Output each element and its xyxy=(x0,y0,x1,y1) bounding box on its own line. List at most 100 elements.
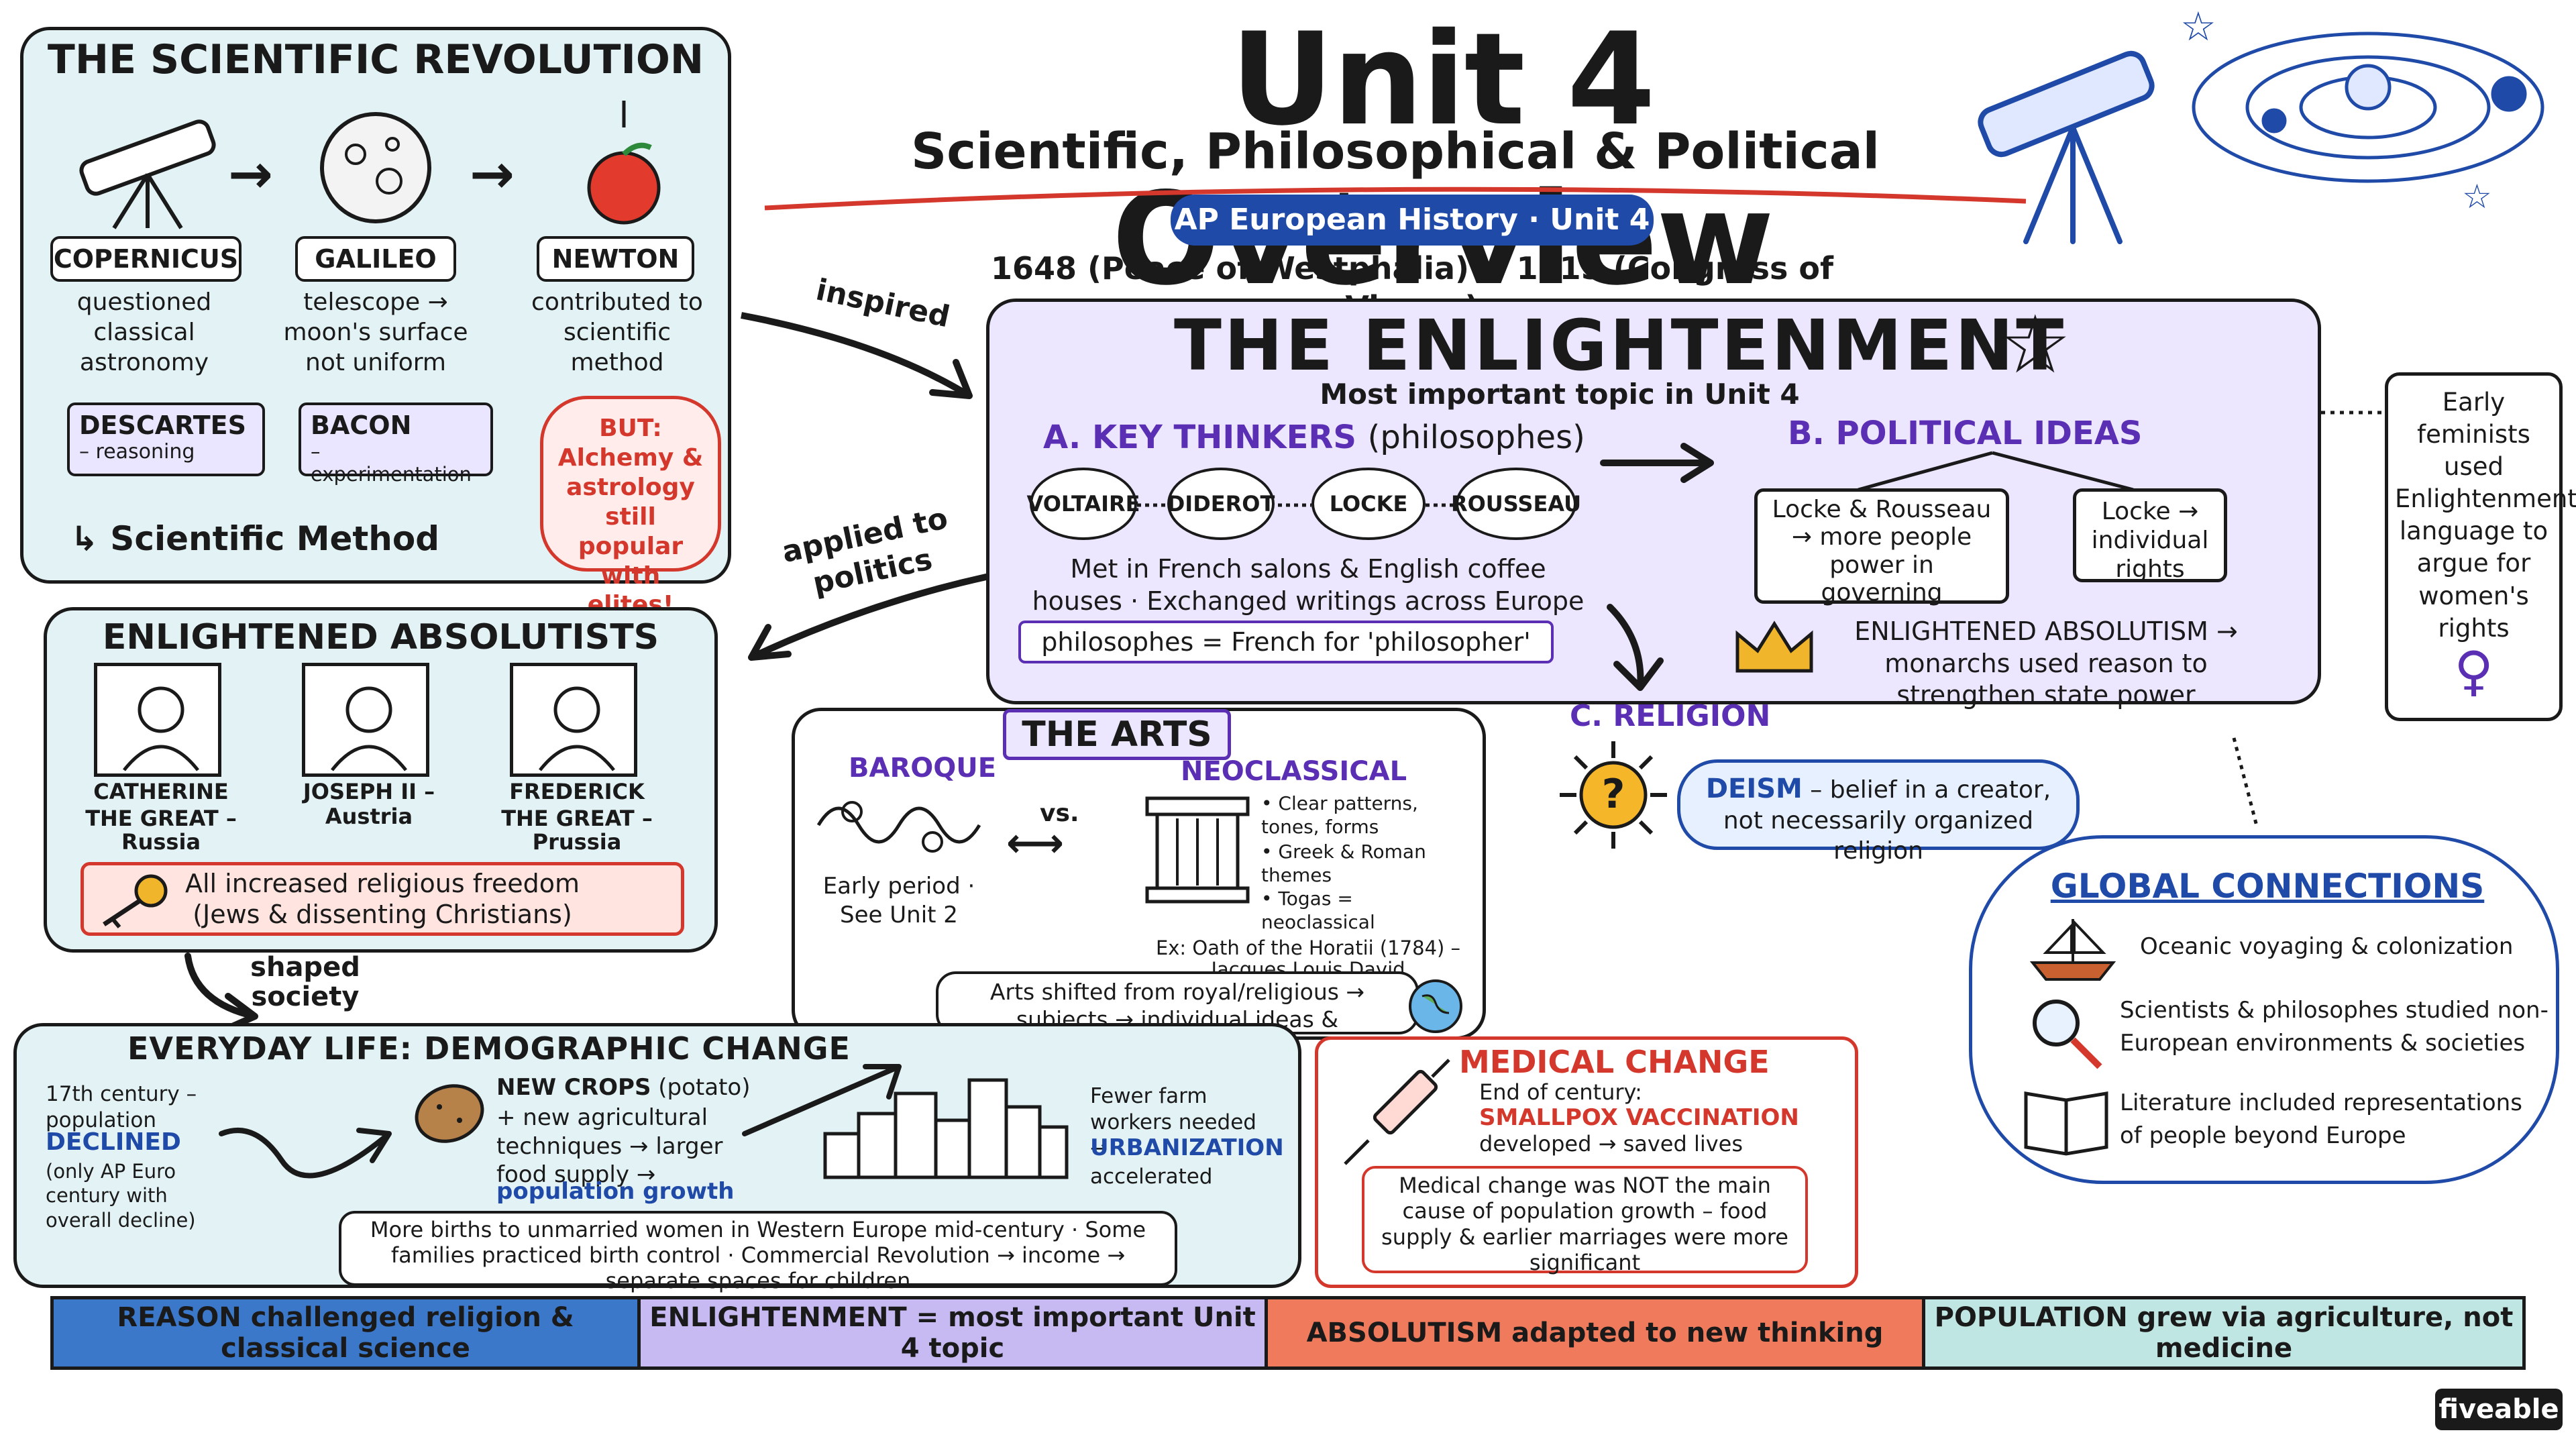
column-icon xyxy=(1145,796,1250,904)
syringe-icon xyxy=(1344,1059,1450,1165)
joseph-name: JOSEPH II – xyxy=(303,779,435,804)
summary-absolutism: ABSOLUTISM adapted to new thinking xyxy=(1265,1296,1925,1370)
deism-key: DEISM xyxy=(1705,773,1803,804)
medical-note-box: Medical change was NOT the main cause of… xyxy=(1362,1166,1808,1275)
telescope-icon xyxy=(1978,50,2155,244)
urban-post: accelerated xyxy=(1090,1165,1213,1189)
magnifier-icon xyxy=(2033,1000,2102,1069)
question-sun-icon: ? xyxy=(1560,741,1667,849)
descartes-tile: DESCARTES – reasoning xyxy=(67,402,265,476)
key-thinkers-heading: A. KEY THINKERS (philosophes) xyxy=(1043,417,1585,458)
smallpox-vaccination: SMALLPOX VACCINATION xyxy=(1479,1104,1799,1131)
global-connector xyxy=(2232,737,2259,829)
deism-desc: – belief in a creator, not necessarily o… xyxy=(1723,776,2051,865)
solar-system-icon: ☆ ☆ xyxy=(2180,3,2544,216)
book-icon xyxy=(2024,1091,2108,1156)
catherine-name: CATHERINE THE GREAT – xyxy=(85,779,237,831)
political-branches xyxy=(1858,451,2134,492)
scientific-method-label: ↳ Scientific Method xyxy=(70,519,440,558)
medical-line1: End of century: xyxy=(1479,1079,1642,1105)
decline-to-growth-arrow xyxy=(219,1128,392,1179)
decline-note: (only AP Euro century with overall decli… xyxy=(46,1160,196,1232)
enlightened-absolutism-note: ENLIGHTENED ABSOLUTISM → monarchs used r… xyxy=(1854,616,2238,710)
summary-enlightenment: ENLIGHTENMENT = most important Unit 4 to… xyxy=(637,1296,1268,1370)
bacon-name: BACON xyxy=(311,411,412,440)
venus-symbol-icon: ♀ xyxy=(2454,639,2493,702)
philosophes-note: philosophes = French for 'philosopher' xyxy=(1018,621,1554,663)
neo-point-2: • Greek & Roman themes xyxy=(1261,841,1426,886)
thinker-voltaire: VOLTAIRE xyxy=(1027,468,1140,540)
feminists-text: Early feminists used Enlightenment langu… xyxy=(2395,388,2576,643)
globe-icon xyxy=(1409,979,1462,1033)
person-icon xyxy=(539,686,615,771)
growth-arrow xyxy=(742,1064,902,1136)
svg-text:?: ? xyxy=(1602,771,1625,818)
urban-pre: Fewer farm workers needed → xyxy=(1090,1084,1256,1161)
baroque-label: BAROQUE xyxy=(849,753,997,784)
joseph-place: Austria xyxy=(325,804,413,829)
potato-icon xyxy=(415,1084,484,1143)
person-icon xyxy=(123,686,199,771)
sci-rev-title: THE SCIENTIFIC REVOLUTION xyxy=(47,36,704,83)
crops-result: population growth xyxy=(496,1178,735,1205)
neo-point-3-text: Togas = neoclassical xyxy=(1261,888,1375,933)
frederick-portrait xyxy=(510,663,637,777)
neo-point-2-text: Greek & Roman themes xyxy=(1261,841,1426,886)
religious-freedom-box xyxy=(80,862,684,936)
catherine-portrait xyxy=(94,663,221,777)
key-thinkers-paren: (philosophes) xyxy=(1367,419,1585,456)
thinkers-to-ideas-arrow xyxy=(1600,443,1714,483)
galileo-desc: telescope → moon's surface not uniform xyxy=(283,288,468,376)
enlightenment-title: THE ENLIGHTENMENT xyxy=(1174,305,2067,386)
catherine-place: Russia xyxy=(121,829,201,855)
feminists-box: Early feminists used Enlightenment langu… xyxy=(2385,372,2576,721)
copernicus-desc: questioned classical astronomy xyxy=(76,288,212,376)
births-box: More births to unmarried women in Wester… xyxy=(339,1211,1177,1293)
city-skyline-icon xyxy=(823,1078,1069,1179)
feminists-connector xyxy=(2321,411,2385,415)
frederick-place: Prussia xyxy=(532,829,622,855)
but-note-bubble: BUT: Alchemy & astrology still popular w… xyxy=(540,396,721,619)
salons-note: Met in French salons & English coffee ho… xyxy=(1032,554,1585,616)
applied-arrow xyxy=(748,574,989,661)
thinker-locke: LOCKE xyxy=(1311,468,1426,540)
neo-point-1-text: Clear patterns, tones, forms xyxy=(1261,792,1418,838)
vs-label: vs. xyxy=(1040,800,1079,827)
absolutists-title: ENLIGHTENED ABSOLUTISTS xyxy=(102,617,659,657)
shaped-label: shaped society xyxy=(250,952,360,1012)
key-icon xyxy=(103,874,168,928)
frederick-name: FREDERICK THE GREAT – xyxy=(501,779,653,831)
header-underline xyxy=(764,186,2027,211)
deism-bubble: DEISM – belief in a creator, not necessa… xyxy=(1677,759,2080,865)
ship-icon xyxy=(2029,919,2116,981)
galileo-label: GALILEO xyxy=(295,236,456,282)
thinker-diderot: DIDEROT xyxy=(1167,468,1275,540)
crops-desc: + new agricultural techniques → larger f… xyxy=(496,1104,723,1188)
urban-key: URBANIZATION xyxy=(1090,1134,1284,1161)
svg-text:☆: ☆ xyxy=(2462,177,2492,216)
enlightenment-tagline: Most important topic in Unit 4 xyxy=(1320,378,1800,411)
summary-reason: REASON challenged religion & classical s… xyxy=(50,1296,641,1370)
global-item-3: Literature included representations of p… xyxy=(2120,1089,2522,1150)
medical-line2: developed → saved lives xyxy=(1479,1131,1743,1157)
arts-title: THE ARTS xyxy=(1003,709,1231,760)
summary-population: POPULATION grew via agriculture, not med… xyxy=(1922,1296,2526,1370)
telescope-small-icon xyxy=(79,119,216,229)
star-icon: ☆ xyxy=(1999,299,2072,392)
political-ideas-label: B. POLITICAL IDEAS xyxy=(1788,415,2143,452)
svg-text:☆: ☆ xyxy=(2180,3,2216,50)
bacon-desc: – experimentation xyxy=(311,440,472,486)
descartes-desc: – reasoning xyxy=(79,440,195,464)
inspired-arrow xyxy=(741,312,973,399)
bacon-tile: BACON – experimentation xyxy=(299,402,493,486)
global-item-1: Oceanic voyaging & colonization xyxy=(2140,933,2514,960)
ideas-to-religion-arrow xyxy=(1607,604,1664,691)
crops-heading: NEW CROPS (potato) xyxy=(496,1073,751,1102)
global-title: GLOBAL CONNECTIONS xyxy=(2050,867,2485,906)
arrow-glyph: → xyxy=(228,143,274,205)
double-arrow-glyph: ⟷ xyxy=(1006,820,1065,867)
religious-freedom-text: All increased religious freedom (Jews & … xyxy=(184,869,580,929)
neo-point-1: • Clear patterns, tones, forms xyxy=(1261,792,1418,838)
newton-desc: contributed to scientific method xyxy=(531,288,703,376)
everyday-title: EVERYDAY LIFE: DEMOGRAPHIC CHANGE xyxy=(127,1030,851,1067)
